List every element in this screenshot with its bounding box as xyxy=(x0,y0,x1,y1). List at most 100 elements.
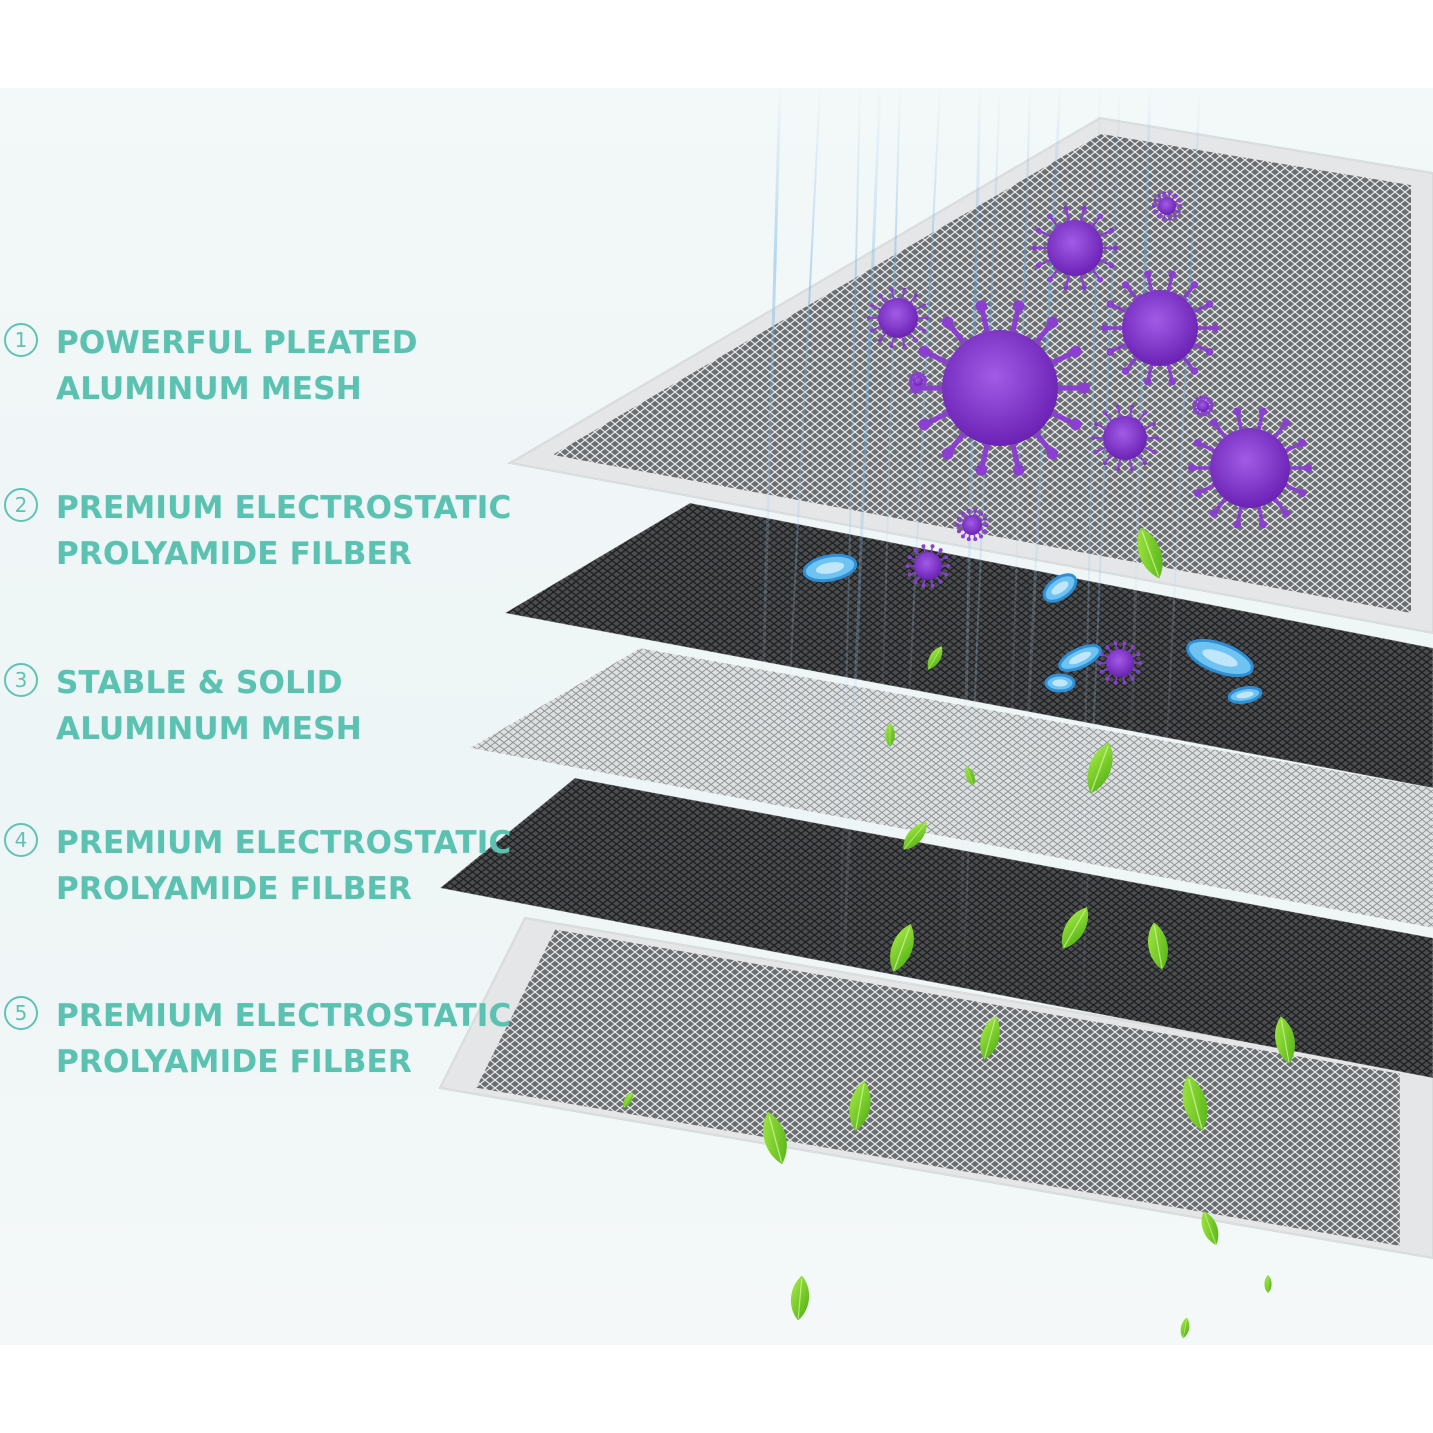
virus-spike-tip xyxy=(984,523,989,527)
layer-label-line2: ALUMINUM MESH xyxy=(56,371,362,407)
leaf-icon xyxy=(1180,1317,1190,1339)
virus-spike-tip xyxy=(1142,410,1148,416)
virus-spike-tip xyxy=(1031,245,1038,251)
virus-spike-tip xyxy=(1035,227,1042,234)
virus-spike-tip xyxy=(1209,404,1214,408)
leaf-vein xyxy=(984,1019,996,1059)
layer-number-badge: 5 xyxy=(4,996,38,1030)
virus-spike-tip xyxy=(905,564,910,568)
particles xyxy=(623,191,1312,1339)
virus-icon xyxy=(905,544,951,588)
filter-stack-graphic xyxy=(438,88,1433,1339)
bacteria-core xyxy=(1068,651,1092,665)
virus-icon xyxy=(1188,407,1312,529)
sheet-mesh xyxy=(470,648,1433,928)
virus-spike-tip xyxy=(1142,460,1148,466)
virus-spike-tip xyxy=(869,328,874,333)
bacteria-icon xyxy=(802,553,858,583)
layer-item-1: 1 POWERFUL PLEATED ALUMINUM MESH xyxy=(0,320,418,412)
virus-spike-tip xyxy=(1121,367,1130,375)
layer-number-badge: 3 xyxy=(4,663,38,697)
virus-spike-tip xyxy=(1173,193,1178,198)
bacteria-icon xyxy=(1044,673,1076,693)
virus-spike-tip xyxy=(913,579,918,584)
virus-spike-tip xyxy=(1094,421,1099,427)
bacteria-icon xyxy=(1227,686,1263,704)
virus-spike-tip xyxy=(941,316,954,329)
virus-spike-tip xyxy=(1046,316,1059,329)
layer-list: 1 POWERFUL PLEATED ALUMINUM MESH 2 PREMI… xyxy=(0,88,560,1345)
layer-item-5: 5 PREMIUM ELECTROSTATIC PROLYAMIDE FILBE… xyxy=(0,993,511,1085)
virus-spike-tip xyxy=(1190,281,1199,289)
virus-spike-tip xyxy=(907,572,912,577)
sheet-edge xyxy=(438,777,1433,1079)
leaf-vein xyxy=(903,823,926,850)
sheet-mesh xyxy=(440,778,1433,1078)
virus-spike-tip xyxy=(979,511,984,516)
sheet-mesh xyxy=(505,503,1433,788)
virus-spike-tip xyxy=(956,516,961,521)
virus-spike-tip xyxy=(1151,421,1156,427)
virus-spike-tip xyxy=(1081,205,1087,212)
virus-spike-tip xyxy=(923,379,928,383)
leaf-vein xyxy=(1090,745,1109,792)
virus-spike-tip xyxy=(1143,270,1152,279)
virus-body xyxy=(1106,649,1134,677)
layer-item-4: 4 PREMIUM ELECTROSTATIC PROLYAMIDE FILBE… xyxy=(0,820,511,912)
virus-spike-tip xyxy=(1233,520,1242,529)
virus-spike-tip xyxy=(1176,198,1181,203)
virus-spike-tip xyxy=(867,316,871,320)
virus-spike-tip xyxy=(1108,262,1115,269)
virus-spike-tip xyxy=(877,293,882,298)
virus-spike-tip xyxy=(944,572,949,577)
leaf-vein xyxy=(966,767,974,786)
virus-spike-tip xyxy=(1099,669,1104,674)
virus-spike-tip xyxy=(1063,205,1069,212)
sheet-edge xyxy=(503,502,1433,789)
virus-spike-tip xyxy=(1130,645,1135,650)
virus-spike-tip xyxy=(913,548,918,553)
sheet-mesh xyxy=(476,929,1400,1246)
virus-spike-tip xyxy=(1173,214,1178,219)
layer-label: POWERFUL PLEATED ALUMINUM MESH xyxy=(56,320,418,412)
virus-spike-tip xyxy=(877,338,882,343)
virus-spike-tip xyxy=(914,371,919,376)
filter-layers-illustration: 1 POWERFUL PLEATED ALUMINUM MESH 2 PREMI… xyxy=(0,88,1433,1345)
virus-spike-tip xyxy=(1105,676,1110,681)
virus-spike-tip xyxy=(1298,489,1307,498)
leaf-vein xyxy=(855,1084,865,1130)
virus-spike-tip xyxy=(1101,324,1109,332)
virus-spike-tip xyxy=(930,544,935,549)
virus-spike-tip xyxy=(1069,418,1082,431)
virus-spike-tip xyxy=(1162,191,1167,196)
virus-spike-tip xyxy=(946,564,951,568)
layer-label: PREMIUM ELECTROSTATIC PROLYAMIDE FILBER xyxy=(56,820,511,912)
virus-icon xyxy=(867,287,929,349)
virus-spike-tip xyxy=(1113,641,1118,646)
virus-spike-tip xyxy=(973,537,978,542)
layer-label-line1: PREMIUM ELECTROSTATIC xyxy=(56,825,512,861)
virus-spike-tip xyxy=(889,287,894,292)
bacteria-core xyxy=(1051,581,1069,595)
virus-spike-tip xyxy=(1208,400,1213,405)
leaf-vein xyxy=(1187,1078,1203,1129)
virus-spike-tip xyxy=(930,583,935,588)
virus-spike-tip xyxy=(1167,191,1172,196)
virus-spike-tip xyxy=(1122,680,1127,685)
leaf-vein xyxy=(768,1115,783,1163)
filter-sheets xyxy=(438,116,1433,1260)
virus-body xyxy=(1197,400,1209,412)
virus-spike-tip xyxy=(1211,324,1219,332)
virus-body xyxy=(1103,416,1147,460)
leaf-vein xyxy=(1183,1318,1187,1338)
virus-spike-tip xyxy=(1115,404,1121,410)
leaf-vein xyxy=(1204,1213,1217,1244)
virus-spike-tip xyxy=(1193,400,1198,405)
leaf-vein xyxy=(1063,909,1086,948)
bacteria-icon xyxy=(1042,573,1078,603)
leaf-vein xyxy=(623,1093,633,1108)
virus-spike-tip xyxy=(1097,661,1102,665)
virus-spike-tip xyxy=(907,555,912,560)
layer-label-line2: PROLYAMIDE FILBER xyxy=(56,1044,412,1080)
layer-label-line2: ALUMINUM MESH xyxy=(56,711,362,747)
